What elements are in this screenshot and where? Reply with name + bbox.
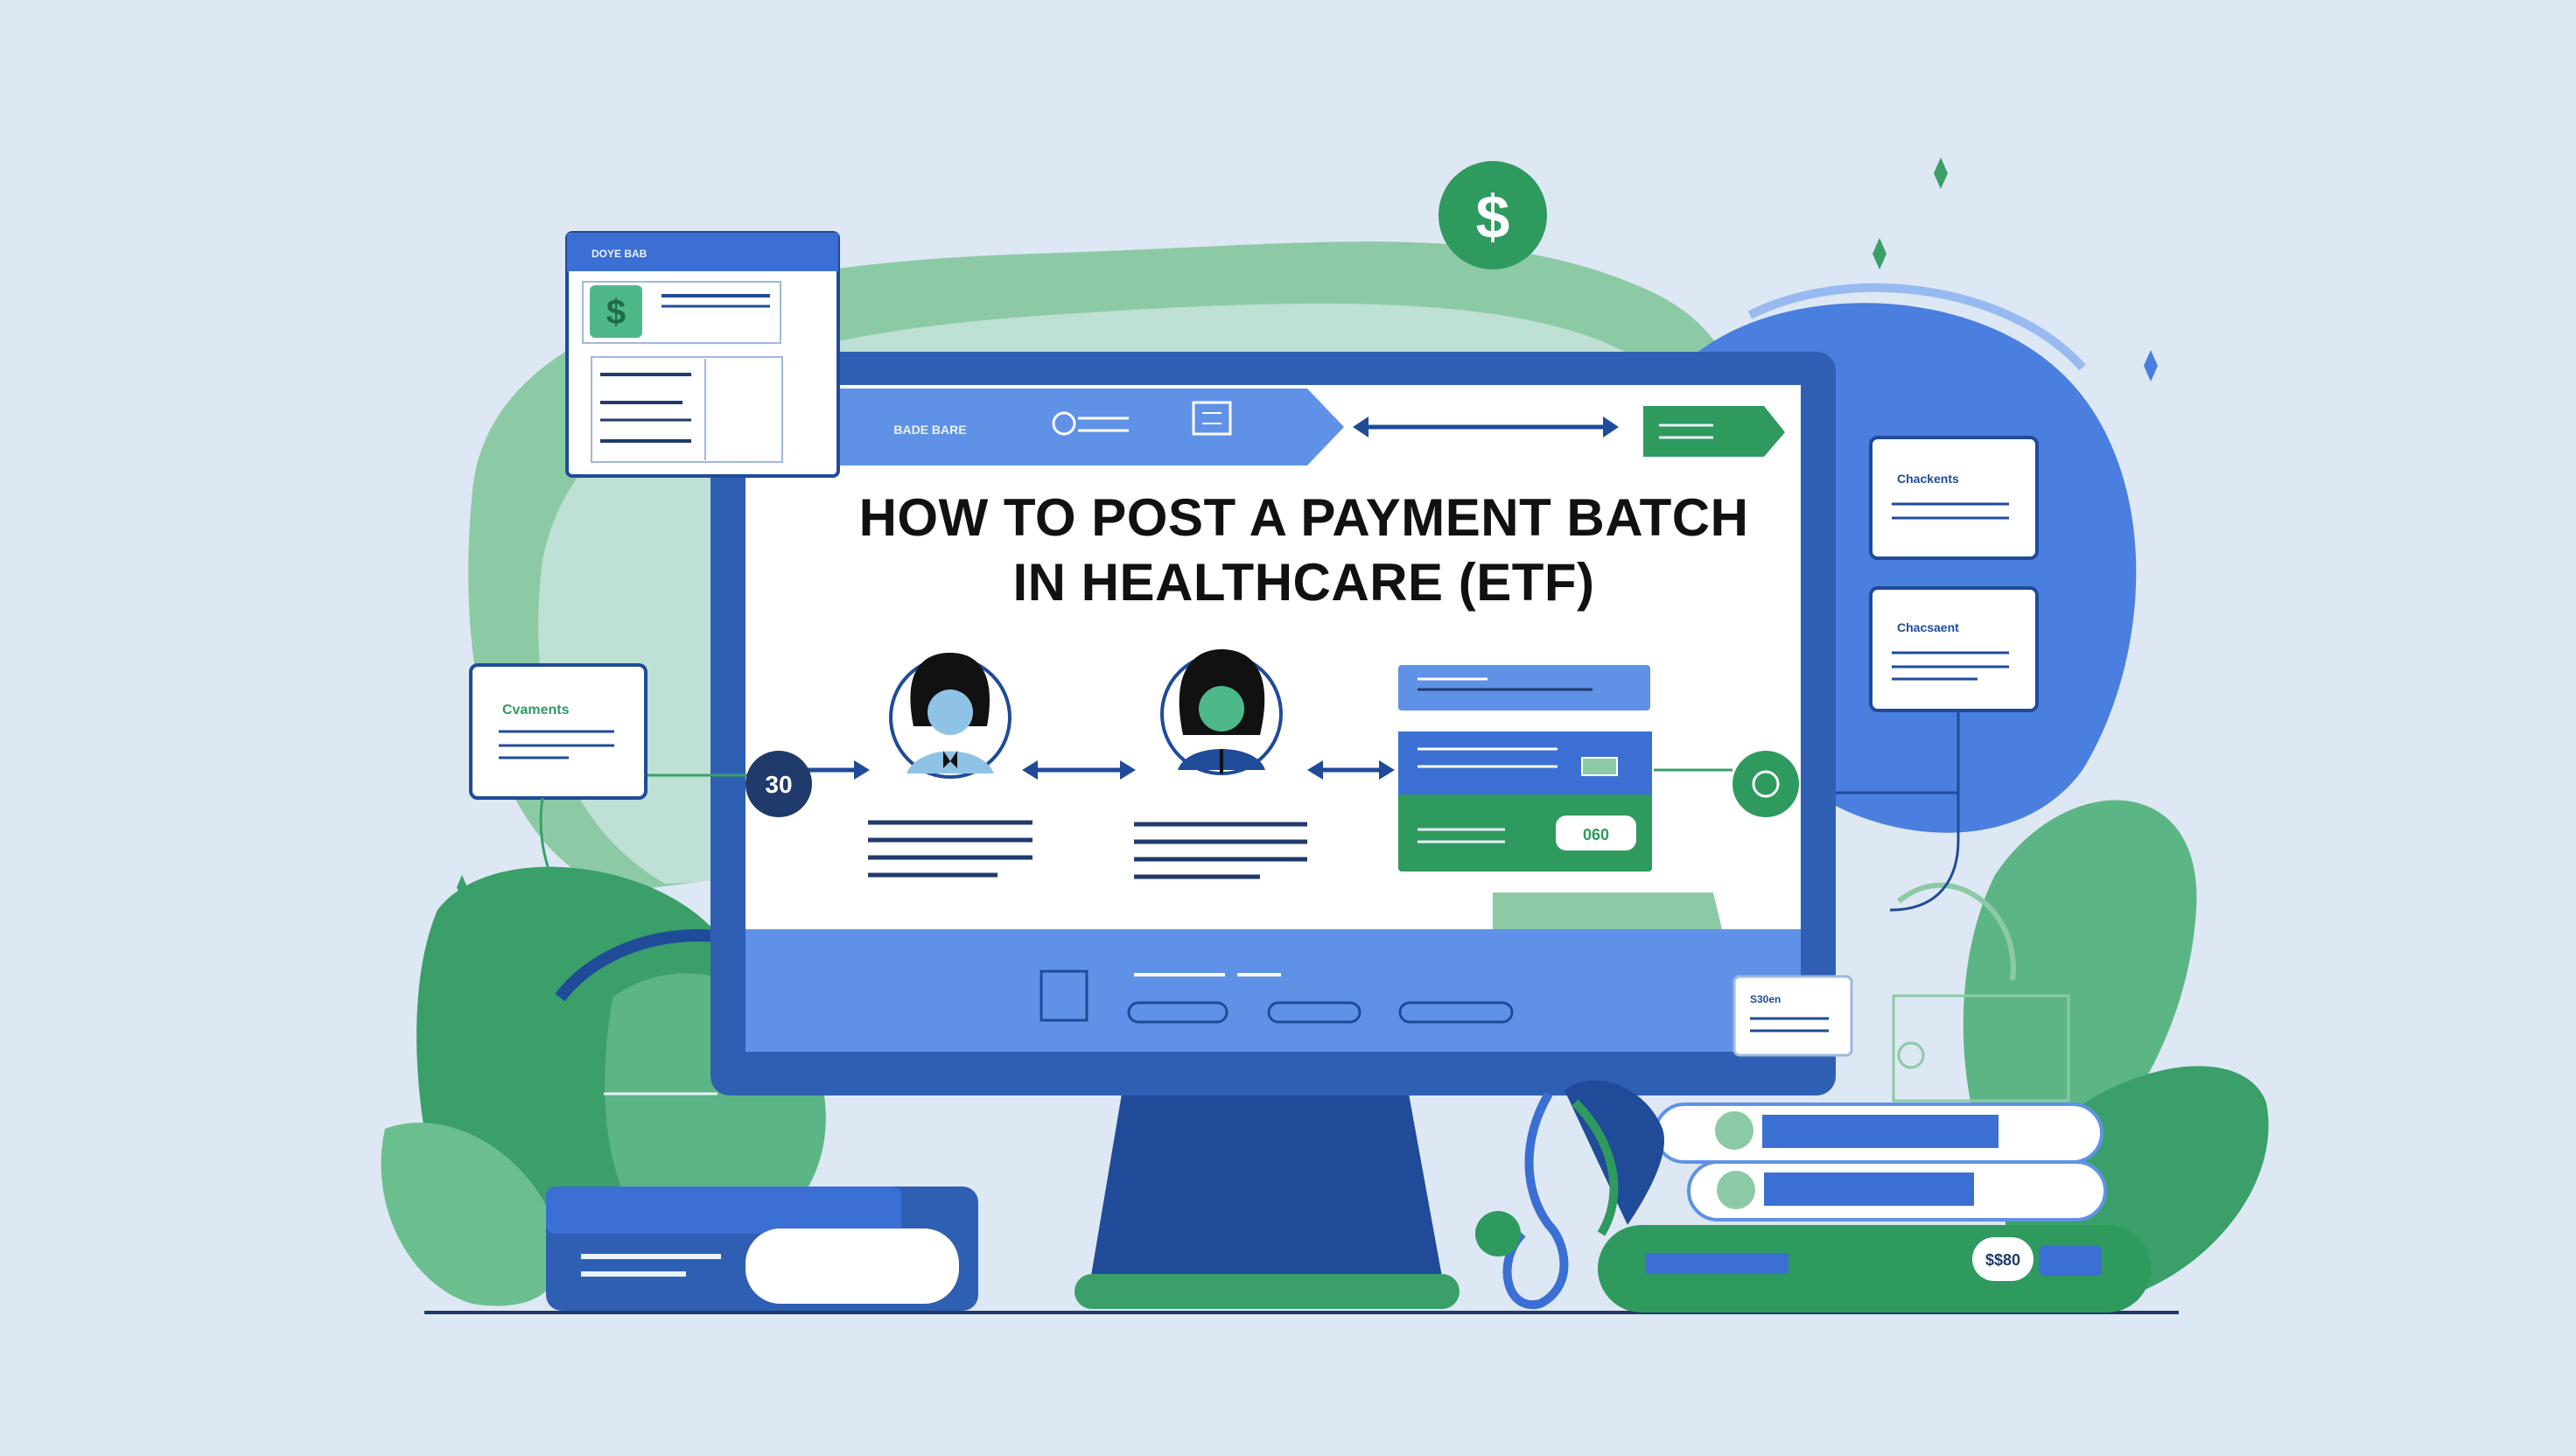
footer-button-3: [1398, 1001, 1514, 1024]
payment-pill-text: 060: [1583, 826, 1609, 844]
small-card-text: S30en: [1750, 993, 1781, 1005]
sparkle-icons: [457, 158, 2158, 900]
dollar-icon: $: [1476, 183, 1510, 251]
flow-arrows: [803, 760, 1732, 780]
stethoscope-icon: [1475, 1080, 1664, 1310]
green-badge: [1732, 751, 1799, 817]
screen-header-text: BADE BARE: [893, 423, 966, 437]
floating-document: DOYE BAB $: [565, 231, 840, 478]
small-card: S30en: [1732, 975, 2070, 1102]
card-left: Cvaments: [469, 663, 648, 947]
outline-box: [1892, 994, 2070, 1102]
monitor-stand: [1074, 1094, 1460, 1309]
card-right-middle-text: Chacsaent: [1897, 620, 1959, 634]
card-right-middle: Chacsaent: [1836, 586, 2039, 912]
flow-text-lines: [868, 820, 1307, 879]
doc-header-text: DOYE BAB: [592, 248, 648, 260]
key-icon: [1052, 411, 1076, 436]
book-stack-right: $$80: [1598, 1102, 2151, 1312]
provider-avatar: [1160, 649, 1283, 775]
doc-dollar-icon: $: [606, 293, 626, 332]
green-tag-icon: [1643, 406, 1785, 457]
flow-start-text: 30: [765, 771, 792, 798]
page-title-line-1: HOW TO POST A PAYMENT BATCH: [858, 488, 1749, 547]
screen-footer: [1040, 970, 1514, 1024]
clipboard-icon: [1040, 970, 1088, 1022]
footer-button-2: [1267, 1001, 1362, 1024]
truck-icon: [1192, 401, 1232, 436]
leaf-icon: [1752, 770, 1780, 798]
flow-start-badge: 30: [612, 751, 812, 817]
payment-card-block: 060: [1398, 665, 1722, 929]
footer-button-1: [1127, 1001, 1228, 1024]
page-title: HOW TO POST A PAYMENT BATCH IN HEALTHCAR…: [752, 486, 1855, 615]
background-blob-blue-light: [1747, 283, 2086, 371]
book-tag-text: $$80: [1985, 1251, 2020, 1269]
card-right-top: Chackents: [1869, 436, 2039, 560]
page-title-line-2: IN HEALTHCARE (ETF): [1012, 553, 1595, 612]
dollar-badge: $: [1438, 161, 1547, 270]
card-right-top-text: Chackents: [1897, 472, 1959, 486]
book-stack-left: [546, 1186, 978, 1311]
patient-avatar: [889, 653, 1012, 779]
screen-header-bar: BADE BARE: [836, 388, 1785, 466]
card-left-text: Cvaments: [502, 703, 570, 718]
